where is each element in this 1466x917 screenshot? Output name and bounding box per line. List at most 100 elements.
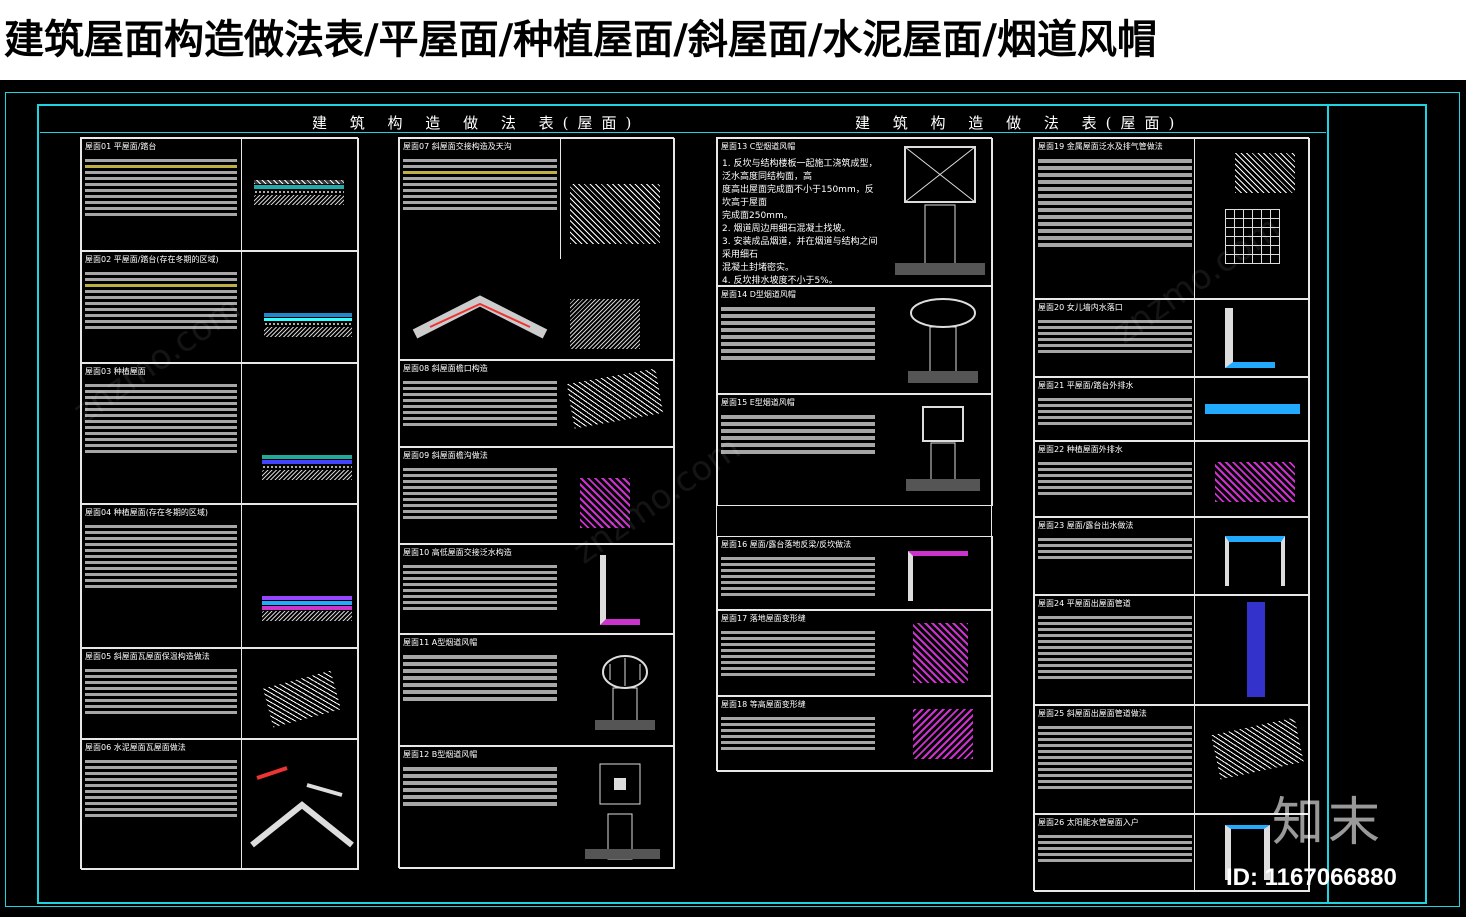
sloped-pipe-drawing — [1211, 717, 1304, 780]
panel-notes: 1. 反坎与结构楼板一起施工浇筑成型，泛水高度同结构面，高 度高出屋面完成面不小… — [718, 154, 883, 286]
drain-outlet-drawing — [1225, 308, 1275, 368]
valley-gutter-drawing — [412, 295, 548, 339]
grid-plan-drawing — [1225, 209, 1280, 264]
panel-roof-24: 屋面24 平屋面出屋面管道 — [1034, 595, 1310, 705]
panel-label: 屋面20 女儿墙内水落口 — [1038, 303, 1123, 312]
panel-roof-20: 屋面20 女儿墙内水落口 — [1034, 299, 1310, 377]
panel-label: 屋面05 斜屋面瓦屋面保温构造做法 — [85, 652, 210, 661]
outlet-detail-drawing — [1225, 536, 1285, 586]
panel-label: 屋面21 平屋面/踏台外排水 — [1038, 381, 1134, 390]
panel-label: 屋面13 C型烟道风帽 — [721, 142, 796, 151]
planting-layer-drawing — [262, 454, 352, 481]
panel-roof-08: 屋面08 斜屋面檐口构造 — [399, 360, 675, 447]
panel-label: 屋面18 等高屋面变形缝 — [721, 700, 806, 709]
sheet-title-right: 建 筑 构 造 做 法 表(屋面) — [855, 114, 1184, 132]
title-block-strip — [1327, 104, 1329, 904]
panel-label: 屋面15 E型烟道风帽 — [721, 398, 795, 407]
eave-detail-drawing — [566, 368, 664, 429]
chimney-cap-d-drawing — [908, 298, 978, 383]
panel-roof-02: 屋面02 平屋面/踏台(存在冬期的区域) — [81, 251, 359, 363]
flashing-detail-drawing — [1235, 153, 1295, 193]
chimney-cap-b-drawing — [585, 763, 660, 860]
sheet-title-rule — [40, 132, 1326, 133]
note-line: 混凝土封堵密实。 — [722, 263, 795, 273]
panel-label: 屋面10 高低屋面交接泛水构造 — [403, 548, 512, 557]
panel-roof-16: 屋面16 屋面/露台落地反梁/反坎做法 — [717, 536, 993, 610]
panel-label: 屋面08 斜屋面檐口构造 — [403, 364, 488, 373]
drawing-outer-frame — [5, 92, 1460, 907]
column-2: 屋面07 斜屋面交接构造及天沟 屋面08 斜屋面檐口构造 屋面09 斜屋面檐沟做… — [398, 137, 675, 869]
column-3: 屋面13 C型烟道风帽 1. 反坎与结构楼板一起施工浇筑成型，泛水高度同结构面，… — [716, 137, 993, 772]
page-title: 建筑屋面构造做法表/平屋面/种植屋面/斜屋面/水泥屋面/烟道风帽 — [0, 0, 1466, 80]
note-line: 2. 烟道周边用细石混凝土找坡。 — [722, 224, 851, 234]
panel-label: 屋面09 斜屋面檐沟做法 — [403, 451, 488, 460]
panel-label: 屋面03 种植屋面 — [85, 367, 146, 376]
panel-label: 屋面07 斜屋面交接构造及天沟 — [403, 142, 512, 151]
panel-label: 屋面14 D型烟道风帽 — [721, 290, 796, 299]
panel-roof-15: 屋面15 E型烟道风帽 — [717, 394, 993, 506]
eave-detail-drawing — [570, 184, 660, 244]
upturned-beam-drawing — [908, 551, 968, 601]
panel-label: 屋面22 种植屋面外排水 — [1038, 445, 1123, 454]
roof-pipe-drawing — [1247, 602, 1265, 697]
panel-roof-18: 屋面18 等高屋面变形缝 — [717, 696, 993, 772]
panel-label: 屋面06 水泥屋面瓦屋面做法 — [85, 743, 186, 752]
panel-label: 屋面02 平屋面/踏台(存在冬期的区域) — [85, 255, 219, 264]
panel-roof-05: 屋面05 斜屋面瓦屋面保温构造做法 — [81, 648, 359, 739]
gutter-detail-drawing — [580, 478, 630, 528]
flashing-detail-drawing — [600, 555, 640, 625]
chimney-cap-a-drawing — [595, 655, 655, 730]
panel-label: 屋面11 A型烟道风帽 — [403, 638, 478, 647]
panel-label: 屋面24 平屋面出屋面管道 — [1038, 599, 1131, 608]
chimney-cap-c-drawing — [895, 146, 985, 275]
panel-roof-21: 屋面21 平屋面/踏台外排水 — [1034, 377, 1310, 441]
sloped-roof-drawing — [263, 670, 341, 728]
panel-roof-09: 屋面09 斜屋面檐沟做法 — [399, 447, 675, 544]
panel-label: 屋面04 种植屋面(存在冬期的区域) — [85, 508, 208, 517]
panel-label: 屋面26 太阳能水管屋面入户 — [1038, 818, 1139, 827]
panel-roof-11: 屋面11 A型烟道风帽 — [399, 634, 675, 746]
ridge-detail-drawing — [250, 766, 354, 848]
panel-label: 屋面17 落地屋面变形缝 — [721, 614, 806, 623]
layer-section-drawing — [254, 179, 344, 206]
note-line: 1. 反坎与结构楼板一起施工浇筑成型，泛水高度同结构面，高 — [722, 159, 878, 182]
layer-section-drawing — [264, 312, 352, 338]
panel-roof-19: 屋面19 金属屋面泛水及排气管做法 — [1034, 138, 1310, 299]
panel-roof-07: 屋面07 斜屋面交接构造及天沟 — [399, 138, 675, 360]
external-drain-drawing — [1215, 462, 1295, 502]
panel-label: 屋面25 斜屋面出屋面管道做法 — [1038, 709, 1147, 718]
solar-pipe-drawing — [1225, 825, 1270, 880]
chimney-cap-e-drawing — [906, 406, 980, 491]
panel-roof-25: 屋面25 斜屋面出屋面管道做法 — [1034, 705, 1310, 814]
note-line: 度高出屋面完成面不小于150mm，反坎高于屋面 — [722, 185, 874, 208]
panel-roof-13: 屋面13 C型烟道风帽 1. 反坎与结构楼板一起施工浇筑成型，泛水高度同结构面，… — [717, 138, 993, 286]
panel-label: 屋面16 屋面/露台落地反梁/反坎做法 — [721, 540, 852, 549]
gutter-detail-drawing — [570, 299, 640, 349]
drawing-inner-frame — [37, 104, 1427, 904]
watermark-id: ID: 1167066880 — [1226, 864, 1397, 891]
note-line: 完成面250mm。 — [722, 211, 793, 221]
expansion-joint-drawing — [913, 709, 973, 759]
panel-roof-23: 屋面23 屋面/露台出水做法 — [1034, 517, 1310, 595]
panel-roof-12: 屋面12 B型烟道风帽 — [399, 746, 675, 869]
panel-roof-17: 屋面17 落地屋面变形缝 — [717, 610, 993, 696]
note-line: 4. 反坎排水坡度不小于5%。 — [722, 276, 838, 286]
note-line: 3. 安装成品烟道，并在烟道与结构之间采用细石 — [722, 237, 878, 260]
column-1: 屋面01 平屋面/踏台 屋面02 平屋面/踏台(存在冬期的区域) 屋面03 种植… — [80, 137, 359, 870]
planting-layer-drawing — [262, 595, 352, 622]
panel-roof-06: 屋面06 水泥屋面瓦屋面做法 — [81, 739, 359, 870]
external-drain-drawing — [1205, 404, 1300, 414]
sheet-title-left: 建 筑 构 造 做 法 表(屋面) — [312, 114, 641, 132]
panel-roof-22: 屋面22 种植屋面外排水 — [1034, 441, 1310, 517]
panel-roof-26: 屋面26 太阳能水管屋面入户 — [1034, 814, 1310, 892]
expansion-joint-drawing — [913, 623, 968, 683]
panel-label: 屋面01 平屋面/踏台 — [85, 142, 157, 151]
watermark-logo: 知末 — [1272, 793, 1385, 853]
panel-roof-01: 屋面01 平屋面/踏台 — [81, 138, 359, 251]
panel-roof-04: 屋面04 种植屋面(存在冬期的区域) — [81, 504, 359, 648]
column-4: 屋面19 金属屋面泛水及排气管做法 屋面20 女儿墙内水落口 屋面21 平屋面/… — [1033, 137, 1310, 892]
panel-label: 屋面19 金属屋面泛水及排气管做法 — [1038, 142, 1163, 151]
panel-label: 屋面12 B型烟道风帽 — [403, 750, 478, 759]
panel-roof-10: 屋面10 高低屋面交接泛水构造 — [399, 544, 675, 634]
panel-roof-03: 屋面03 种植屋面 — [81, 363, 359, 504]
